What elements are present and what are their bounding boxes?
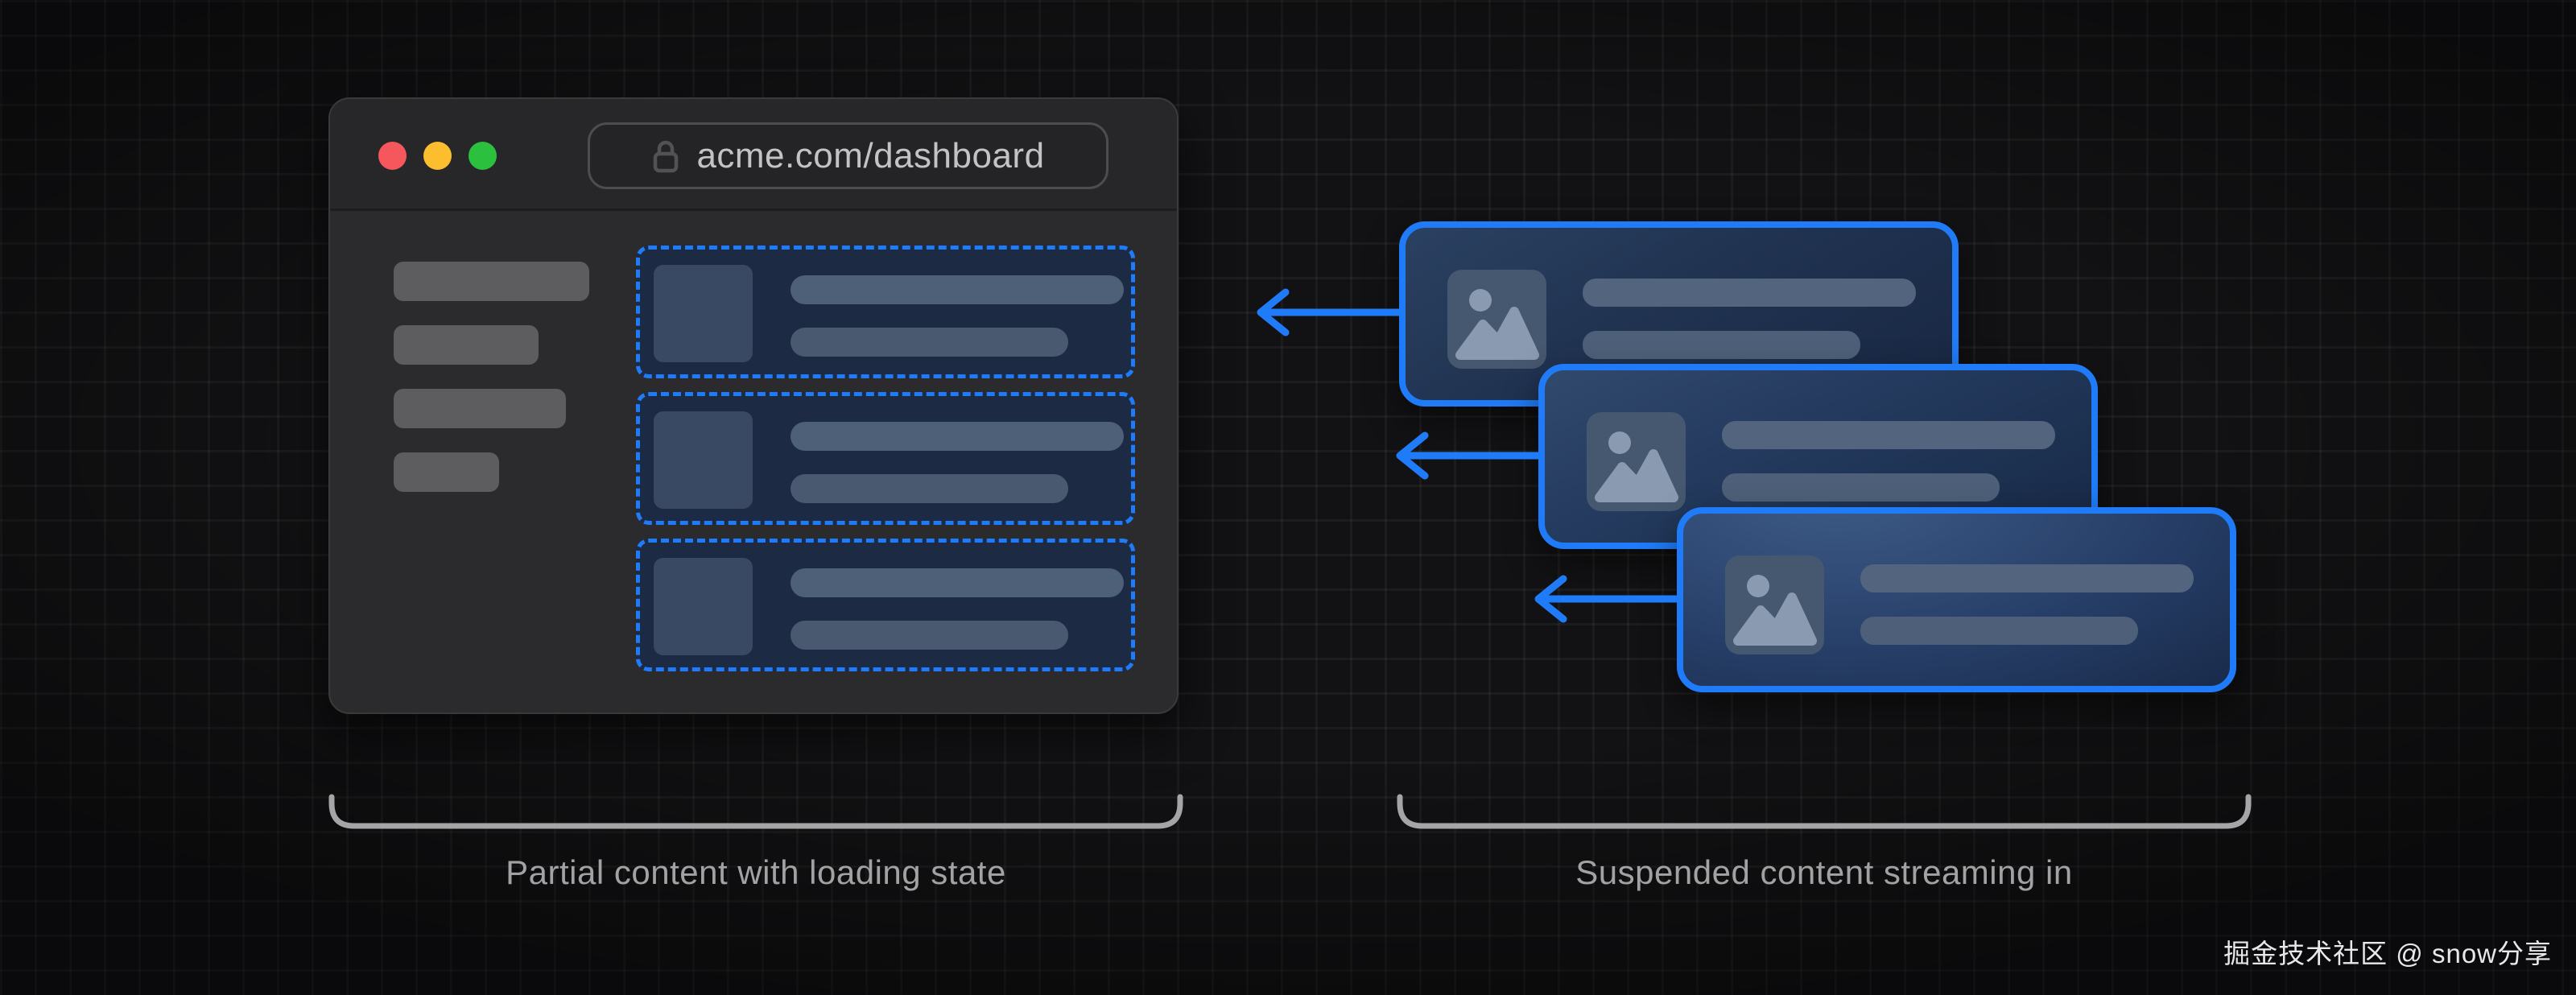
text-skeleton-bar	[1860, 564, 2194, 592]
sidebar-skeleton-bar	[394, 389, 566, 428]
text-skeleton-bar	[791, 568, 1124, 597]
caption-streaming: Suspended content streaming in	[1575, 853, 2073, 891]
image-placeholder-icon	[1455, 288, 1539, 360]
browser-titlebar: acme.com/dashboard	[330, 99, 1177, 211]
image-placeholder	[1725, 555, 1824, 654]
text-skeleton-bar	[791, 275, 1124, 304]
bracket-right	[1397, 794, 2252, 829]
text-skeleton-bar	[1722, 473, 2000, 502]
sidebar-skeleton-bar	[394, 325, 539, 365]
stream-arrow-icon	[1534, 575, 1681, 623]
sidebar-skeleton-bar	[394, 452, 499, 492]
lock-icon	[654, 140, 679, 172]
url-bar[interactable]: acme.com/dashboard	[588, 122, 1108, 189]
browser-window: acme.com/dashboard	[328, 97, 1179, 714]
watermark-text: 掘金技术社区 @ snow分享	[2223, 939, 2552, 968]
loading-card	[636, 539, 1135, 671]
image-placeholder	[1587, 412, 1686, 511]
image-skeleton	[654, 265, 753, 362]
streaming-card	[1399, 221, 1959, 407]
streaming-card	[1677, 507, 2236, 692]
sidebar-skeleton-bar	[394, 262, 589, 301]
image-placeholder-icon	[1594, 431, 1678, 502]
text-skeleton-bar	[1860, 617, 2138, 645]
text-skeleton-bar	[791, 422, 1124, 451]
text-skeleton-bar	[791, 328, 1068, 357]
traffic-light-zoom[interactable]	[469, 142, 497, 170]
traffic-light-close[interactable]	[378, 142, 407, 170]
image-skeleton	[654, 558, 753, 655]
stream-arrow-icon	[1257, 288, 1403, 336]
text-skeleton-bar	[791, 474, 1068, 503]
traffic-light-minimize[interactable]	[423, 142, 452, 170]
image-placeholder-icon	[1732, 574, 1817, 646]
image-skeleton	[654, 411, 753, 509]
image-placeholder	[1447, 270, 1546, 369]
text-skeleton-bar	[1722, 421, 2055, 449]
loading-card	[636, 246, 1135, 378]
text-skeleton-bar	[1583, 279, 1916, 307]
url-text: acme.com/dashboard	[696, 135, 1045, 175]
loading-card	[636, 392, 1135, 525]
stream-arrow-icon	[1396, 431, 1542, 480]
text-skeleton-bar	[1583, 331, 1860, 359]
text-skeleton-bar	[791, 621, 1068, 650]
caption-loading-state: Partial content with loading state	[506, 853, 1006, 891]
bracket-left	[328, 794, 1183, 829]
